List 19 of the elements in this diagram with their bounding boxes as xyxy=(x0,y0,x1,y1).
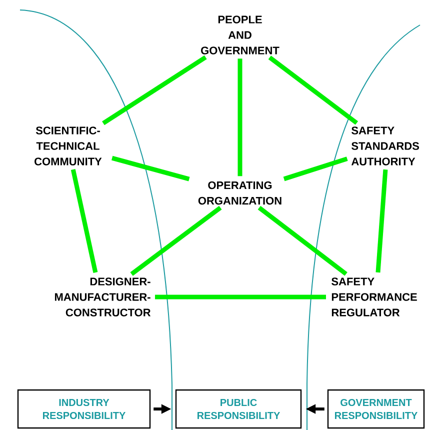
connector-line xyxy=(258,206,348,276)
connector-line xyxy=(102,55,207,126)
label-box: INDUSTRY RESPONSIBILITY xyxy=(17,389,151,429)
node-label: SAFETY PERFORMANCE REGULATOR xyxy=(332,278,417,316)
connector-line xyxy=(376,169,388,273)
connector-line xyxy=(283,156,348,182)
node-label: OPERATING ORGANIZATION xyxy=(198,181,282,205)
node-label: PEOPLE AND GOVERNMENT xyxy=(201,16,280,54)
connector-line xyxy=(238,58,242,176)
connector-line xyxy=(112,156,190,182)
node-label: DESIGNER-MANUFACTURER-CONSTRUCTOR xyxy=(55,278,151,316)
node-label: SCIENTIFIC-TECHNICAL COMMUNITY xyxy=(34,126,102,166)
connector-line xyxy=(155,294,326,300)
connector-line xyxy=(70,169,98,273)
label-box: GOVERNMENT RESPONSIBILITY xyxy=(327,389,425,429)
connector-line xyxy=(130,206,222,276)
connector-line xyxy=(268,56,358,125)
label-box: PUBLIC RESPONSIBILITY xyxy=(175,389,302,429)
node-label: SAFETY STANDARDS AUTHORITY xyxy=(351,126,419,166)
